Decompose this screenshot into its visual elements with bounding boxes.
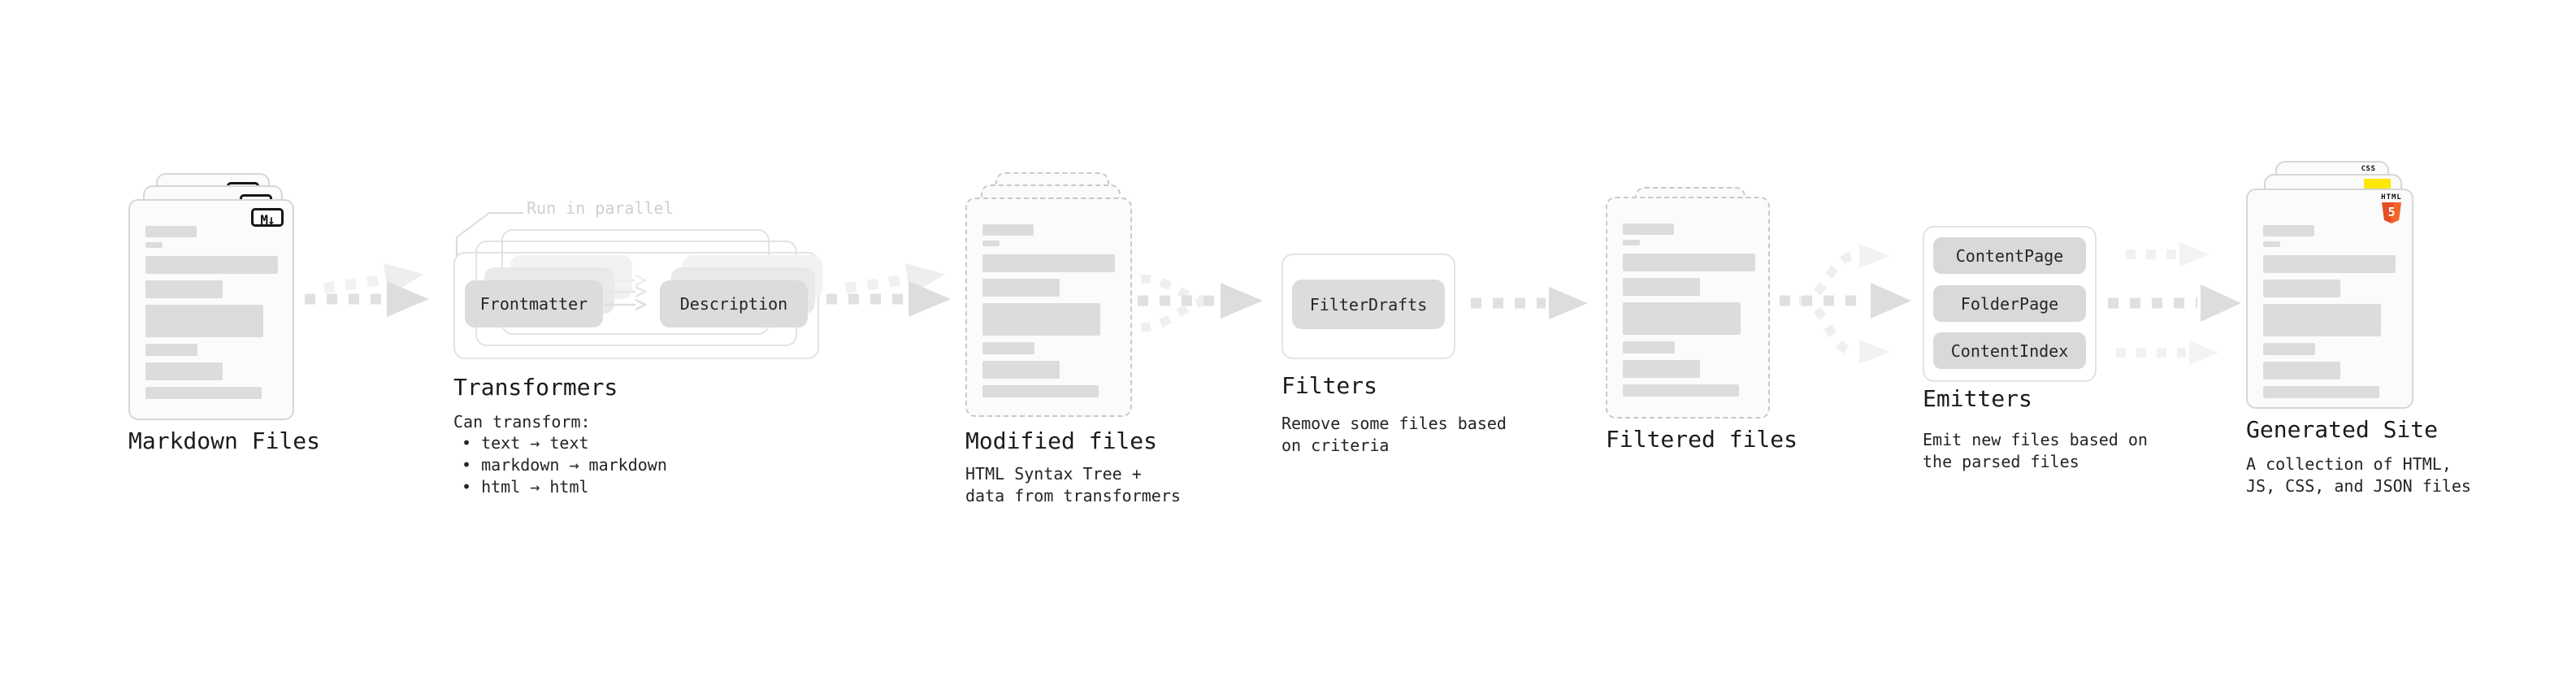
content-line	[1623, 384, 1739, 397]
filtered-file-card-front	[1606, 197, 1770, 419]
stage-heading-filtered-files: Filtered files	[1606, 426, 1798, 453]
content-line	[982, 342, 1034, 354]
content-line	[145, 256, 278, 274]
arrow-emitters-to-generated	[2108, 242, 2241, 365]
content-line	[145, 344, 197, 356]
content-line	[2263, 225, 2314, 236]
filters-desc-line-1: Remove some files based	[1281, 414, 1507, 433]
stage-heading-transformers: Transformers	[453, 374, 618, 401]
content-line	[982, 224, 1034, 236]
transformer-flow-arrows	[605, 274, 648, 311]
stage-heading-filters: Filters	[1281, 372, 1378, 399]
content-line	[1623, 341, 1675, 354]
arrow-filtered-to-emitters	[1780, 244, 1911, 364]
emitter-node-contentindex: ContentIndex	[1933, 332, 2086, 369]
arrow-filters-to-filtered	[1471, 287, 1588, 319]
generated-file-card-front: HTML 5	[2246, 189, 2413, 409]
content-line	[982, 254, 1115, 272]
css-logo-label: CSS	[2361, 165, 2376, 173]
content-line	[1623, 240, 1640, 245]
stage-heading-modified-files: Modified files	[965, 427, 1158, 454]
arrow-markdown-to-transformers	[305, 263, 429, 317]
modified-desc-line-1: HTML Syntax Tree +	[965, 464, 1142, 484]
generated-desc-line-1: A collection of HTML,	[2246, 454, 2452, 474]
content-line	[982, 361, 1060, 379]
content-line	[1623, 223, 1674, 235]
content-line	[145, 305, 263, 337]
emitters-desc-line-2: the parsed files	[1923, 452, 2079, 471]
arrow-modified-to-filters	[1138, 274, 1263, 332]
content-line	[2263, 362, 2340, 380]
modified-file-card-front	[965, 197, 1132, 417]
content-line	[982, 241, 1000, 246]
content-line	[1623, 254, 1755, 271]
markdown-file-card-front: M↓	[128, 199, 294, 420]
content-line	[2263, 255, 2396, 273]
emitter-node-folderpage: FolderPage	[1933, 285, 2086, 322]
content-line	[1623, 302, 1741, 335]
generated-desc-line-2: JS, CSS, and JSON files	[2246, 476, 2471, 496]
html5-logo-label: HTML	[2381, 193, 2402, 202]
filter-node-filterdrafts: FilterDrafts	[1292, 280, 1445, 329]
transformer-layer-box-front	[453, 252, 819, 359]
content-line	[2263, 280, 2340, 297]
html5-logo-icon: HTML 5	[2381, 193, 2402, 223]
content-line	[145, 387, 262, 399]
annotation-run-in-parallel: Run in parallel	[527, 198, 674, 218]
filters-desc-line-2: on criteria	[1281, 436, 1390, 455]
stage-heading-generated-site: Generated Site	[2246, 416, 2439, 443]
content-line	[145, 242, 163, 248]
transformers-bullet-2: • markdown → markdown	[462, 455, 667, 475]
markdown-logo-icon: M↓	[251, 208, 284, 228]
transformers-bullet-3: • html → html	[462, 477, 589, 497]
content-line	[982, 385, 1099, 397]
content-line	[2263, 241, 2280, 247]
emitters-desc-line-1: Emit new files based on	[1923, 430, 2148, 449]
content-line	[982, 279, 1060, 297]
transformers-desc-intro: Can transform:	[453, 412, 591, 432]
content-line	[145, 280, 223, 298]
content-line	[2263, 386, 2379, 398]
annotation-callout-line	[456, 212, 523, 257]
content-line	[2263, 343, 2315, 355]
transformers-bullet-1: • text → text	[462, 433, 589, 453]
content-line	[145, 362, 223, 380]
stage-heading-markdown-files: Markdown Files	[128, 427, 321, 454]
emitter-node-contentpage: ContentPage	[1933, 237, 2086, 274]
modified-desc-line-2: data from transformers	[965, 486, 1181, 505]
transformer-node-frontmatter: Frontmatter	[465, 280, 603, 327]
html5-logo-shield: 5	[2382, 202, 2401, 223]
content-line	[145, 226, 197, 237]
stage-heading-emitters: Emitters	[1923, 385, 2032, 412]
content-line	[1623, 278, 1700, 296]
arrow-transformers-to-modified	[826, 263, 951, 317]
content-line	[982, 303, 1100, 336]
content-line	[2263, 304, 2381, 336]
content-line	[1623, 360, 1700, 378]
transformer-node-description: Description	[660, 280, 808, 327]
